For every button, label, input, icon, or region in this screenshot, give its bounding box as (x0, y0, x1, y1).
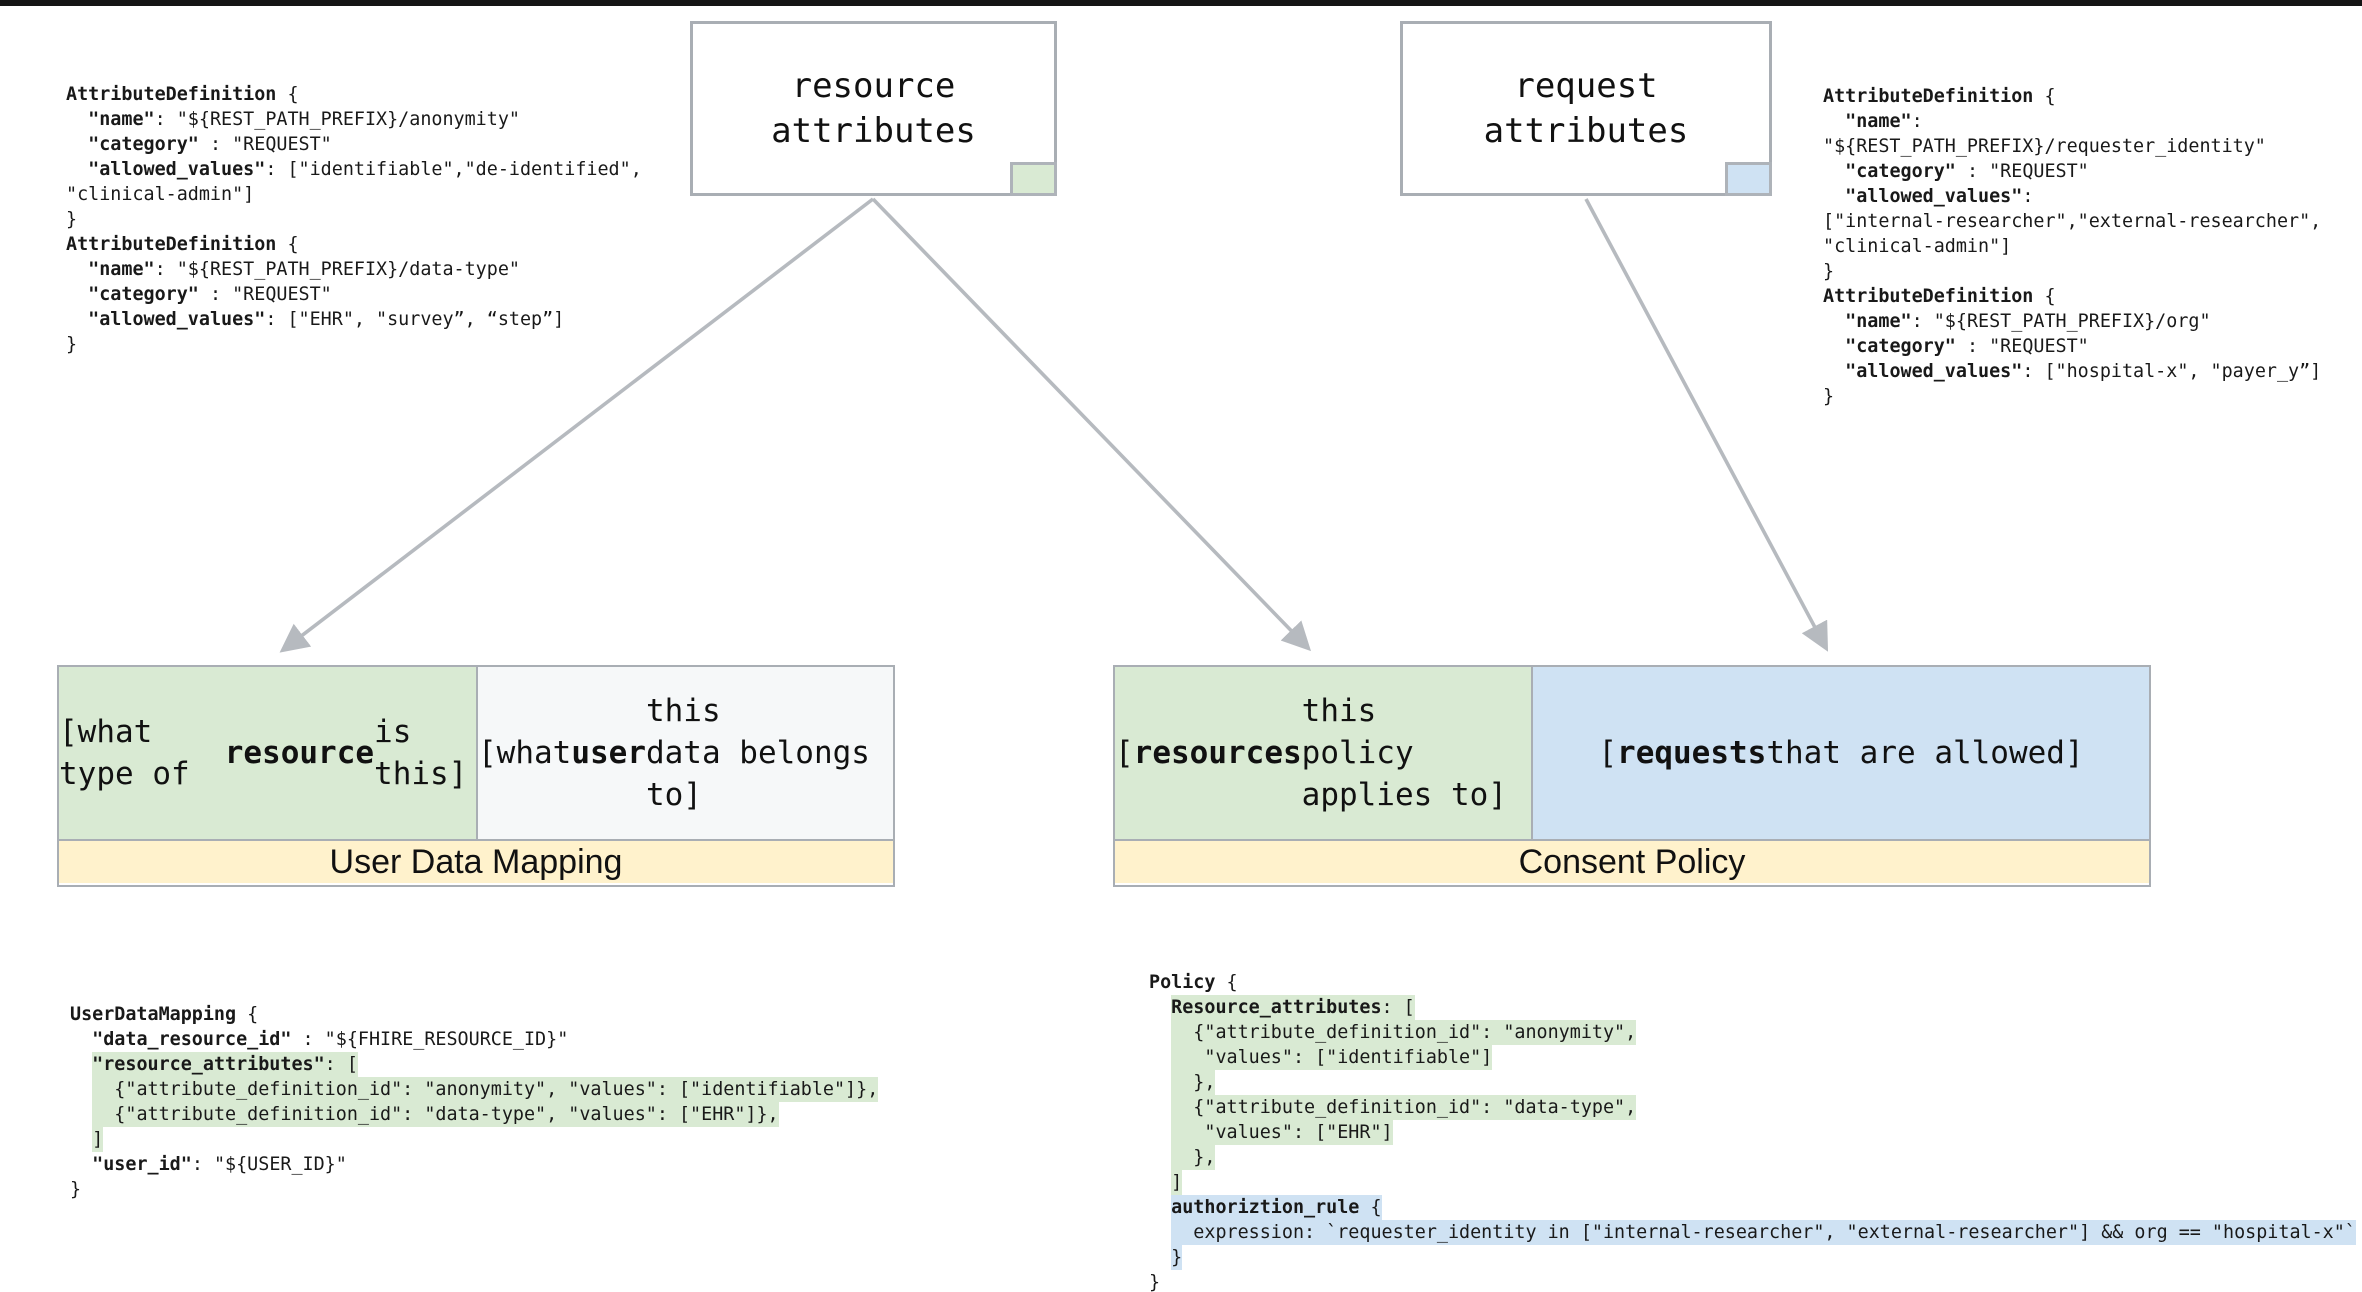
arrow-request-to-consent-policy (1584, 198, 1829, 652)
user-data-mapping-title: User Data Mapping (59, 839, 893, 883)
consent-policy-title: Consent Policy (1115, 839, 2149, 883)
arrow-resource-to-consent-policy (871, 197, 1312, 652)
resource-attributes-label: resource attributes (771, 65, 976, 151)
consent-policy-code: Policy { Resource_attributes: [ {"attrib… (1149, 972, 2356, 1292)
user-data-mapping-code: UserDataMapping { "data_resource_id" : "… (70, 1004, 879, 1200)
consent-policy-table: [resources this policy applies to] [requ… (1113, 665, 2151, 887)
user-data-mapping-table: [what type of resource is this] [what us… (57, 665, 895, 887)
resource-attributes-node: resource attributes (690, 21, 1057, 196)
blue-corner-tag-icon (1725, 162, 1772, 196)
request-attributes-label: request attributes (1483, 65, 1689, 151)
green-corner-tag-icon (1010, 162, 1057, 196)
request-attribute-definitions-code: AttributeDefinition { "name":"${REST_PAT… (1823, 86, 2322, 407)
resource-type-cell: [what type of resource is this] (59, 667, 478, 839)
policy-requests-cell: [requests that are allowed] (1533, 667, 2149, 839)
arrow-resource-to-user-data-mapping (279, 197, 875, 653)
resource-attribute-definitions-code: AttributeDefinition { "name": "${REST_PA… (66, 84, 642, 355)
consent-policy-cells: [resources this policy applies to] [requ… (1115, 667, 2149, 839)
request-attributes-node: request attributes (1400, 21, 1772, 196)
user-cell: [what user this data belongs to] (478, 667, 893, 839)
user-data-mapping-cells: [what type of resource is this] [what us… (59, 667, 893, 839)
policy-resources-cell: [resources this policy applies to] (1115, 667, 1533, 839)
window-top-edge (0, 0, 2362, 6)
